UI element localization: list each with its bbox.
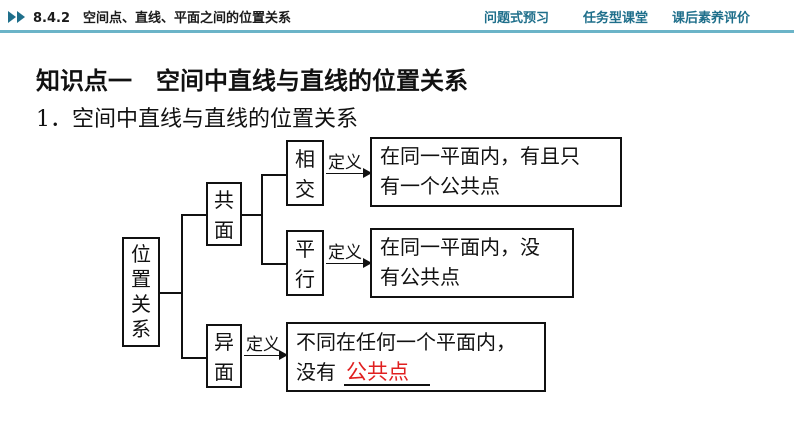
arrow-marker-icon xyxy=(17,11,25,23)
breadcrumb: 8.4.2 空间点、直线、平面之间的位置关系 xyxy=(33,11,292,26)
intersect-box: 相 交 xyxy=(286,140,324,206)
answer-blank xyxy=(344,384,430,386)
arrow-marker-icon xyxy=(8,11,16,23)
section-title: 1．空间中直线与直线的位置关系 xyxy=(36,107,358,132)
top-bar: 8.4.2 空间点、直线、平面之间的位置关系 问题式预习 任务型课堂 课后素养评… xyxy=(0,0,794,34)
connector xyxy=(261,263,287,265)
definition-label: 定义 xyxy=(246,335,280,355)
definition-label: 定义 xyxy=(328,243,362,263)
connector xyxy=(261,174,287,176)
skew-definition-box: 不同在任何一个平面内， 没有公共点 xyxy=(286,322,546,392)
connector xyxy=(181,357,207,359)
arrow-right-icon xyxy=(326,258,372,268)
root-box: 位 置 关 系 xyxy=(122,237,160,347)
parallel-box: 平 行 xyxy=(286,230,324,296)
page-title: 知识点一 空间中直线与直线的位置关系 xyxy=(36,67,468,95)
coplanar-box: 共 面 xyxy=(206,182,242,246)
arrow-right-icon xyxy=(244,350,288,360)
nav-preview-link[interactable]: 问题式预习 xyxy=(484,11,550,26)
connector xyxy=(181,214,183,358)
intersect-definition-box: 在同一平面内，有且只 有一个公共点 xyxy=(370,137,622,207)
connector xyxy=(242,214,262,216)
answer-text: 公共点 xyxy=(346,360,409,384)
header-divider xyxy=(0,30,794,33)
nav-evaluation-link[interactable]: 课后素养评价 xyxy=(672,11,751,26)
nav-classroom-link[interactable]: 任务型课堂 xyxy=(583,11,649,26)
skew-box: 异 面 xyxy=(206,324,242,388)
arrow-right-icon xyxy=(326,168,372,178)
definition-label: 定义 xyxy=(328,153,362,173)
connector xyxy=(160,292,182,294)
connector xyxy=(261,174,263,264)
parallel-definition-box: 在同一平面内，没 有公共点 xyxy=(370,228,574,298)
connector xyxy=(181,214,207,216)
